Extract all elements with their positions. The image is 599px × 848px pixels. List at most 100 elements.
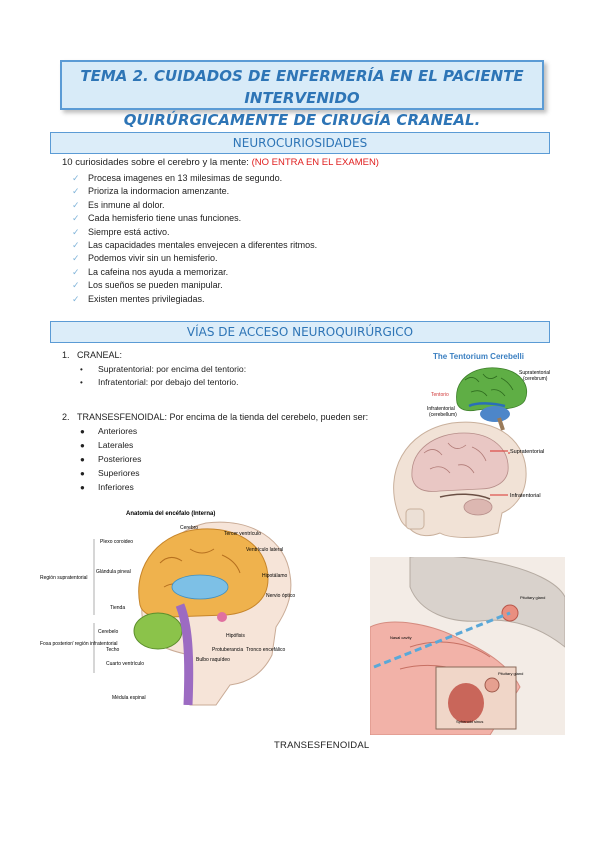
check-icon: ✓ (72, 186, 80, 197)
anatomy-figure: Anatomía del encéfalo (Interna) Plexo co… (40, 511, 295, 706)
svg-text:Cerebelo: Cerebelo (98, 629, 119, 635)
svg-text:(cerebellum): (cerebellum) (429, 412, 457, 418)
anatomy-title: Anatomía del encéfalo (Interna) (126, 511, 215, 517)
brainstem-shape (175, 603, 194, 706)
svg-text:Fosa posterior/ región infrate: Fosa posterior/ región infratentorial (40, 641, 118, 647)
bullet-icon: • (80, 378, 83, 387)
check-icon: ✓ (72, 239, 80, 250)
gyri-lines (159, 548, 241, 592)
svg-text:Nasal cavity: Nasal cavity (390, 635, 412, 640)
svg-text:Protuberancia: Protuberancia (212, 647, 243, 653)
sub-item: ●Posteriores (80, 454, 142, 464)
svg-text:Hipófisis: Hipófisis (226, 633, 245, 639)
intro-note: (NO ENTRA EN EL EXAMEN) (251, 157, 379, 168)
jaw-shape (405, 508, 425, 530)
list-item: ✓La cafeina nos ayuda a memorizar. (72, 266, 317, 279)
svg-text:Bulbo raquídeo: Bulbo raquídeo (196, 657, 230, 663)
bullet-icon: ● (80, 483, 85, 492)
svg-text:Médula espinal: Médula espinal (112, 695, 146, 701)
item-transesfenoidal: 2. TRANSESFENOIDAL: Por encima de la tie… (62, 412, 369, 422)
svg-text:Cerebro: Cerebro (180, 525, 198, 531)
list-item: ✓Podemos vivir sin un hemisferio. (72, 252, 317, 265)
gyri-lines (464, 373, 514, 397)
cerebellum-shape (463, 498, 493, 516)
ventricle-shape (171, 574, 229, 600)
svg-text:Ventrículo lateral: Ventrículo lateral (246, 547, 283, 553)
sub-item: ●Superiores (80, 468, 140, 478)
svg-text:Tercer ventrículo: Tercer ventrículo (224, 531, 261, 537)
section-heading-vias-acceso: VÍAS DE ACCESO NEUROQUIRÚRGICO (50, 321, 550, 343)
sub-item-infratentorial: •Infratentorial: por debajo del tentorio… (80, 377, 239, 387)
check-icon: ✓ (72, 226, 80, 237)
svg-text:Glándula pineal: Glándula pineal (96, 569, 131, 575)
list-item: ✓Prioriza la indormacion amenzante. (72, 185, 317, 198)
cerebellum-shape (133, 612, 183, 650)
svg-text:Cuarto ventrículo: Cuarto ventrículo (106, 661, 144, 667)
title-line-1: TEMA 2. CUIDADOS DE ENFERMERÍA EN EL PAC… (80, 67, 524, 107)
bullet-icon: • (80, 365, 83, 374)
list-item: ✓Procesa imagenes en 13 milesimas de seg… (72, 172, 317, 185)
bullet-icon: ● (80, 441, 85, 450)
svg-text:(cerebrum): (cerebrum) (523, 376, 548, 382)
check-icon: ✓ (72, 213, 80, 224)
svg-text:Pituitary gland: Pituitary gland (520, 595, 545, 600)
sub-item: ●Laterales (80, 440, 134, 450)
bullet-icon: ● (80, 469, 85, 478)
item-craneal: 1. CRANEAL: (62, 350, 123, 360)
gyri-lines (423, 442, 487, 474)
check-icon: ✓ (72, 253, 80, 264)
list-item: ✓Siempre está activo. (72, 226, 317, 239)
svg-text:Techo: Techo (106, 647, 120, 653)
cerebrum-shape (456, 367, 527, 412)
svg-text:Tienda: Tienda (110, 605, 125, 611)
list-item: ✓Existen mentes privilegiadas. (72, 293, 317, 306)
list-item: ✓Es inmune al dolor. (72, 199, 317, 212)
sinus-shape (448, 683, 484, 723)
document-title: TEMA 2. CUIDADOS DE ENFERMERÍA EN EL PAC… (60, 60, 544, 129)
section1-intro: 10 curiosidades sobre el cerebro y la me… (62, 157, 379, 168)
brain-base-shape (409, 557, 565, 648)
bullet-icon: ● (80, 455, 85, 464)
svg-text:Tentorio: Tentorio (431, 392, 449, 398)
brain-shape (411, 432, 509, 492)
figure-caption: TRANSESFENOIDAL (274, 740, 370, 751)
svg-text:Región supratentorial: Región supratentorial (40, 575, 88, 581)
svg-text:Supratentorial: Supratentorial (519, 370, 550, 376)
list-item: ✓Cada hemisferio tiene unas funciones. (72, 212, 317, 225)
bullet-icon: ● (80, 427, 85, 436)
svg-text:Infratentorial: Infratentorial (427, 406, 455, 412)
pituitary-shape (217, 612, 227, 622)
svg-text:Tronco encefálico: Tronco encefálico (246, 647, 285, 653)
curiosities-list: ✓Procesa imagenes en 13 milesimas de seg… (72, 172, 317, 306)
title-line-2: QUIRÚRGICAMENTE DE CIRUGÍA CRANEAL. (123, 111, 481, 129)
svg-text:Sphenoid sinus: Sphenoid sinus (456, 719, 483, 724)
list-item: ✓Los sueños se pueden manipular. (72, 279, 317, 292)
check-icon: ✓ (72, 280, 80, 291)
approach-path-line (373, 611, 511, 669)
svg-text:Plexo coroideo: Plexo coroideo (100, 539, 133, 545)
tentorium-line (439, 493, 491, 500)
tentorium-title: The Tentorium Cerebelli (433, 352, 524, 361)
cerebrum-shape (138, 528, 269, 618)
svg-text:Hipotálamo: Hipotálamo (262, 573, 288, 579)
svg-text:Supratentorial: Supratentorial (510, 449, 544, 455)
cerebellum-shape (480, 406, 510, 422)
sub-item: ●Inferiores (80, 482, 134, 492)
brainstem-shape (497, 417, 505, 431)
sub-item: ●Anteriores (80, 426, 138, 436)
check-icon: ✓ (72, 199, 80, 210)
check-icon: ✓ (72, 266, 80, 277)
section-heading-neurocuriosidades: NEUROCURIOSIDADES (50, 132, 550, 154)
sub-item-supratentorial: •Supratentorial: por encima del tentorio… (80, 364, 247, 374)
tentorium-line (468, 402, 506, 408)
svg-text:Pituitary gland: Pituitary gland (498, 671, 523, 676)
check-icon: ✓ (72, 173, 80, 183)
svg-text:Infratentorial: Infratentorial (510, 493, 541, 499)
check-icon: ✓ (72, 293, 80, 304)
skull-figure: Supratentorial Infratentorial (393, 421, 544, 538)
intro-text: 10 curiosidades sobre el cerebro y la me… (62, 157, 252, 168)
svg-text:Nervio óptico: Nervio óptico (266, 593, 295, 599)
list-item: ✓Las capacidades mentales envejecen a di… (72, 239, 317, 252)
transsphenoidal-figure: Pituitary gland Nasal cavity Pituitary g… (370, 557, 565, 735)
tentorium-figure: The Tentorium Cerebelli Supratentorial (… (427, 352, 550, 431)
